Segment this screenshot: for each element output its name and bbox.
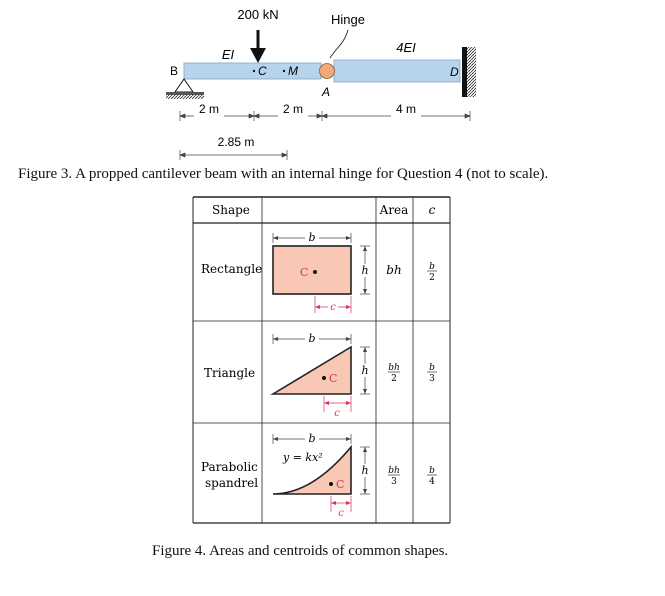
parabolic-figure: b y = kx² C h c <box>272 432 370 519</box>
load-arrow <box>250 30 266 63</box>
label-m: M <box>288 64 298 78</box>
c-triangle: b 3 <box>427 363 437 384</box>
tri-dim-c: c <box>334 408 340 419</box>
para-centroid-dot <box>329 482 333 486</box>
area-triangle-num: bh <box>388 363 400 373</box>
ei-left-label: EI <box>222 47 235 62</box>
header-shape: Shape <box>212 203 250 217</box>
header-area: Area <box>379 203 409 217</box>
label-c: C <box>258 64 267 78</box>
shapes-table: Shape Area c Rectangle b C h <box>192 196 451 524</box>
para-dim-h: h <box>361 464 368 477</box>
label-b: B <box>170 64 178 78</box>
dot-c <box>252 69 256 73</box>
area-triangle: bh 2 <box>388 363 400 384</box>
c-triangle-den: 3 <box>429 374 435 384</box>
shape-parabolic-2: spandrel <box>205 476 258 490</box>
wall-hatch <box>467 47 476 97</box>
dot-m <box>282 69 286 73</box>
label-a: A <box>321 85 330 99</box>
c-rectangle-den: 2 <box>429 273 435 283</box>
figure4-caption: Figure 4. Areas and centroids of common … <box>152 543 449 559</box>
label-d: D <box>450 65 459 79</box>
dimension-row-1 <box>179 111 471 121</box>
c-parabolic: b 4 <box>427 466 437 487</box>
area-rectangle: bh <box>386 263 401 277</box>
shape-parabolic-1: Parabolic <box>201 460 258 474</box>
dim-label-ba: 2 m <box>199 102 219 116</box>
c-parabolic-den: 4 <box>429 477 435 487</box>
ei-right-label: 4EI <box>396 40 416 55</box>
rect-dim-h: h <box>361 264 368 277</box>
c-rectangle: b 2 <box>427 262 437 283</box>
area-triangle-den: 2 <box>391 374 397 384</box>
hinge-leader <box>329 29 349 59</box>
triangle-figure: b C h c <box>270 332 370 419</box>
tri-centroid-label: C <box>329 372 337 385</box>
rect-centroid-dot <box>313 270 317 274</box>
dim-label-cm: 2 m <box>283 102 303 116</box>
pin-support <box>166 78 204 99</box>
para-dim-b: b <box>308 432 315 445</box>
tri-dim-b: b <box>308 332 315 345</box>
para-equation: y = kx² <box>282 451 323 464</box>
shape-rectangle: Rectangle <box>201 262 262 276</box>
hinge-circle <box>319 63 335 79</box>
shape-triangle: Triangle <box>204 366 255 380</box>
dim-bg-1 <box>194 104 224 117</box>
rect-centroid-label: C <box>300 266 308 279</box>
dimension-row-2 <box>179 150 288 160</box>
beam-diagram: 200 kN Hinge EI 4EI B C M A D <box>166 7 476 160</box>
tri-centroid-dot <box>322 376 326 380</box>
dim-label-ad: 4 m <box>396 102 416 116</box>
header-c: c <box>429 203 436 217</box>
area-parabolic-num: bh <box>388 466 400 476</box>
area-parabolic: bh 3 <box>388 466 400 487</box>
figure3-caption: Figure 3. A propped cantilever beam with… <box>18 166 549 182</box>
fixed-wall <box>462 47 467 97</box>
rect-dim-b: b <box>308 231 315 244</box>
para-dim-c: c <box>338 508 344 519</box>
c-rectangle-num: b <box>429 262 435 272</box>
beam-right-segment <box>333 59 461 83</box>
dim-bg-2 <box>278 104 308 117</box>
para-centroid-label: C <box>336 478 344 491</box>
hinge-label: Hinge <box>331 12 365 27</box>
c-triangle-num: b <box>429 363 435 373</box>
c-parabolic-num: b <box>429 466 435 476</box>
rect-dim-c: c <box>330 302 336 313</box>
load-label: 200 kN <box>237 7 278 22</box>
tri-dim-h: h <box>361 364 368 377</box>
beam-left-segment <box>183 62 322 80</box>
dim-label-bm: 2.85 m <box>218 135 255 149</box>
area-parabolic-den: 3 <box>391 477 397 487</box>
dim-bg-3 <box>391 104 421 117</box>
rectangle-figure: b C h c <box>272 231 370 313</box>
